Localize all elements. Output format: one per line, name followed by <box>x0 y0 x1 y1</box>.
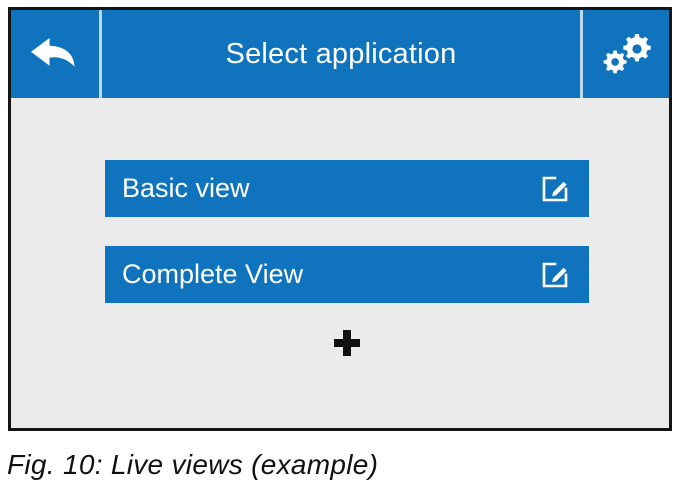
content-area: Basic view Complete View <box>11 98 669 428</box>
edit-button-basic-view[interactable] <box>539 172 573 206</box>
view-button-basic-view[interactable]: Basic view <box>105 160 589 217</box>
device-screenshot-frame: Select application <box>8 7 672 431</box>
back-button[interactable] <box>11 10 99 98</box>
figure-caption: Fig. 10: Live views (example) <box>7 449 379 480</box>
app-bar-divider-right <box>580 10 583 98</box>
settings-button[interactable] <box>583 10 669 98</box>
view-label: Basic view <box>122 173 250 203</box>
app-bar-divider-left <box>99 10 102 98</box>
edit-pencil-icon <box>542 262 568 287</box>
edit-pencil-icon <box>542 176 568 201</box>
page-title: Select application <box>225 37 457 70</box>
edit-button-complete-view[interactable] <box>539 258 573 292</box>
add-view-row <box>105 330 589 356</box>
back-arrow-icon <box>31 38 75 67</box>
view-button-complete-view[interactable]: Complete View <box>105 246 589 303</box>
app-bar: Select application <box>11 10 669 98</box>
application-list: Basic view Complete View <box>105 160 589 303</box>
gears-icon <box>603 34 651 74</box>
view-label: Complete View <box>122 259 304 289</box>
add-view-button[interactable] <box>334 330 360 356</box>
app-bar-title-area: Select application <box>102 10 580 98</box>
